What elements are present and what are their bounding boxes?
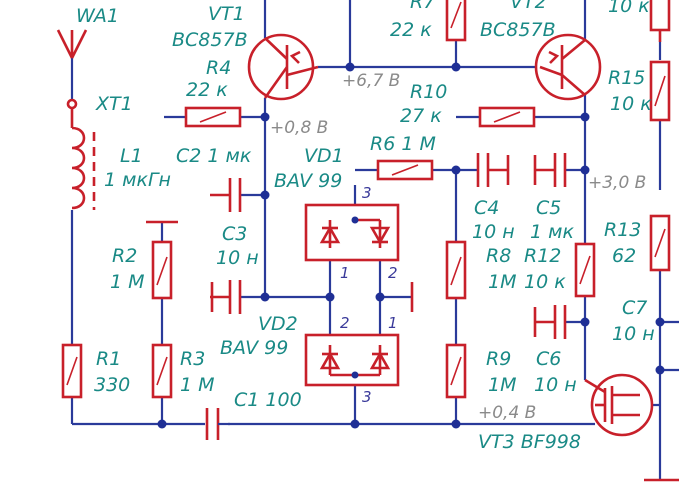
label-r1-value: 330 [94, 374, 130, 396]
label-r13-name: R13 [604, 219, 641, 241]
pin-numbers: 3 1 2 2 1 3 [340, 184, 398, 406]
label-r6: R6 1 М [370, 133, 436, 155]
transistor-vt3-symbol [584, 373, 654, 437]
label-c7-value: 10 н [612, 323, 655, 345]
capacitor-c1-symbol [205, 408, 230, 440]
label-c2: C2 1 мк [176, 145, 252, 167]
voltage-emitters: +6,7 В [342, 71, 400, 91]
label-wa1: WA1 [76, 5, 119, 27]
voltage-vt1-base: +0,8 В [270, 118, 328, 138]
label-xt1: XT1 [95, 93, 133, 115]
resistor-r3-symbol [151, 343, 173, 399]
resistor-r7-symbol [445, 0, 467, 42]
label-r2-value: 1 М [110, 271, 145, 293]
pin-vd1-2: 2 [388, 264, 398, 282]
pin-vd2-3: 3 [362, 388, 372, 406]
label-vd2-name: VD2 [258, 313, 298, 335]
label-vt1-name: VT1 [208, 3, 245, 25]
capacitor-c6-symbol [533, 305, 567, 339]
label-l1-name: L1 [120, 145, 143, 167]
label-c7-name: C7 [622, 297, 647, 319]
pin-vd1-3: 3 [362, 184, 372, 202]
resistor-r10-symbol [478, 106, 536, 128]
resistor-r9-symbol [445, 343, 467, 399]
label-c5-name: C5 [536, 197, 561, 219]
label-c3-name: C3 [222, 223, 247, 245]
capacitor-c2-symbol [210, 178, 242, 212]
resistor-r2-symbol [151, 240, 173, 300]
pin-vd1-1: 1 [340, 264, 350, 282]
label-c5-value: 1 мк [530, 221, 574, 243]
resistor-r4-symbol [184, 106, 242, 128]
component-labels: WA1 XT1 L1 1 мкГн VT1 BC857B R4 22 к C2 … [76, 0, 655, 453]
label-r10-name: R10 [410, 81, 447, 103]
connector-xt1-symbol [66, 98, 78, 128]
label-r7-value: 22 к [390, 19, 432, 41]
label-r10-value: 27 к [400, 105, 442, 127]
capacitor-c3-symbol [210, 280, 242, 314]
resistor-r15-top-symbol [649, 0, 671, 32]
label-vd1-part: BAV 99 [274, 170, 342, 192]
diode-pack-vd2-symbol [304, 333, 400, 387]
label-r7-name: R7 [410, 0, 435, 13]
label-c6-name: C6 [536, 348, 561, 370]
label-vt2-name: VT2 [510, 0, 547, 13]
pin-vd2-2: 2 [340, 314, 350, 332]
label-c1: C1 100 [234, 389, 302, 411]
label-l1-value: 1 мкГн [104, 169, 171, 191]
label-r13-value: 62 [612, 245, 636, 267]
label-r8-value: 1М [488, 271, 516, 293]
label-vd2-part: BAV 99 [220, 337, 288, 359]
inductor-l1-symbol [71, 126, 96, 210]
label-r4-value: 22 к [186, 79, 228, 101]
voltage-readouts: +0,8 В +6,7 В +3,0 В +0,4 В [270, 71, 646, 423]
label-r4-name: R4 [206, 57, 231, 79]
label-r3-name: R3 [180, 348, 205, 370]
label-r15-value: 10 к [610, 93, 652, 115]
label-vt3: VT3 BF998 [478, 431, 581, 453]
voltage-vt3-gate: +0,4 В [478, 403, 536, 423]
resistor-r12-symbol [574, 242, 596, 298]
resistor-r13-symbol [649, 214, 671, 272]
resistor-r6-symbol [376, 159, 434, 181]
label-r2-name: R2 [112, 245, 137, 267]
capacitor-c4-symbol [476, 153, 510, 187]
voltage-vt2-collector: +3,0 В [588, 173, 646, 193]
label-r9-name: R9 [486, 348, 511, 370]
label-r9-value: 1М [488, 374, 516, 396]
label-vt1-part: BC857B [172, 29, 248, 51]
resistor-r15-symbol [649, 60, 671, 122]
ground-symbols [146, 220, 679, 482]
label-r15-top-value: 10 к [608, 0, 650, 17]
resistor-r1-symbol [61, 343, 83, 399]
label-r3-value: 1 М [180, 374, 215, 396]
label-c6-value: 10 н [534, 374, 577, 396]
label-r12-name: R12 [524, 245, 561, 267]
label-c3-value: 10 н [216, 247, 259, 269]
junction-dots [157, 62, 665, 429]
label-r15-name: R15 [608, 67, 645, 89]
label-r1-name: R1 [96, 348, 121, 370]
label-r12-value: 10 к [524, 271, 566, 293]
transistor-vt1-symbol [247, 33, 319, 101]
label-r8-name: R8 [486, 245, 511, 267]
antenna-wa1-symbol [56, 29, 88, 59]
label-vt2-part: BC857B [480, 19, 556, 41]
pin-vd2-1: 1 [388, 314, 398, 332]
transistor-vt2-symbol [534, 33, 602, 101]
label-c4-value: 10 н [472, 221, 515, 243]
diode-pack-vd1-symbol [304, 203, 400, 262]
label-vd1-name: VD1 [304, 145, 344, 167]
capacitor-c5-symbol [533, 153, 567, 187]
label-c4-name: C4 [474, 197, 499, 219]
resistor-r8-symbol [445, 240, 467, 300]
